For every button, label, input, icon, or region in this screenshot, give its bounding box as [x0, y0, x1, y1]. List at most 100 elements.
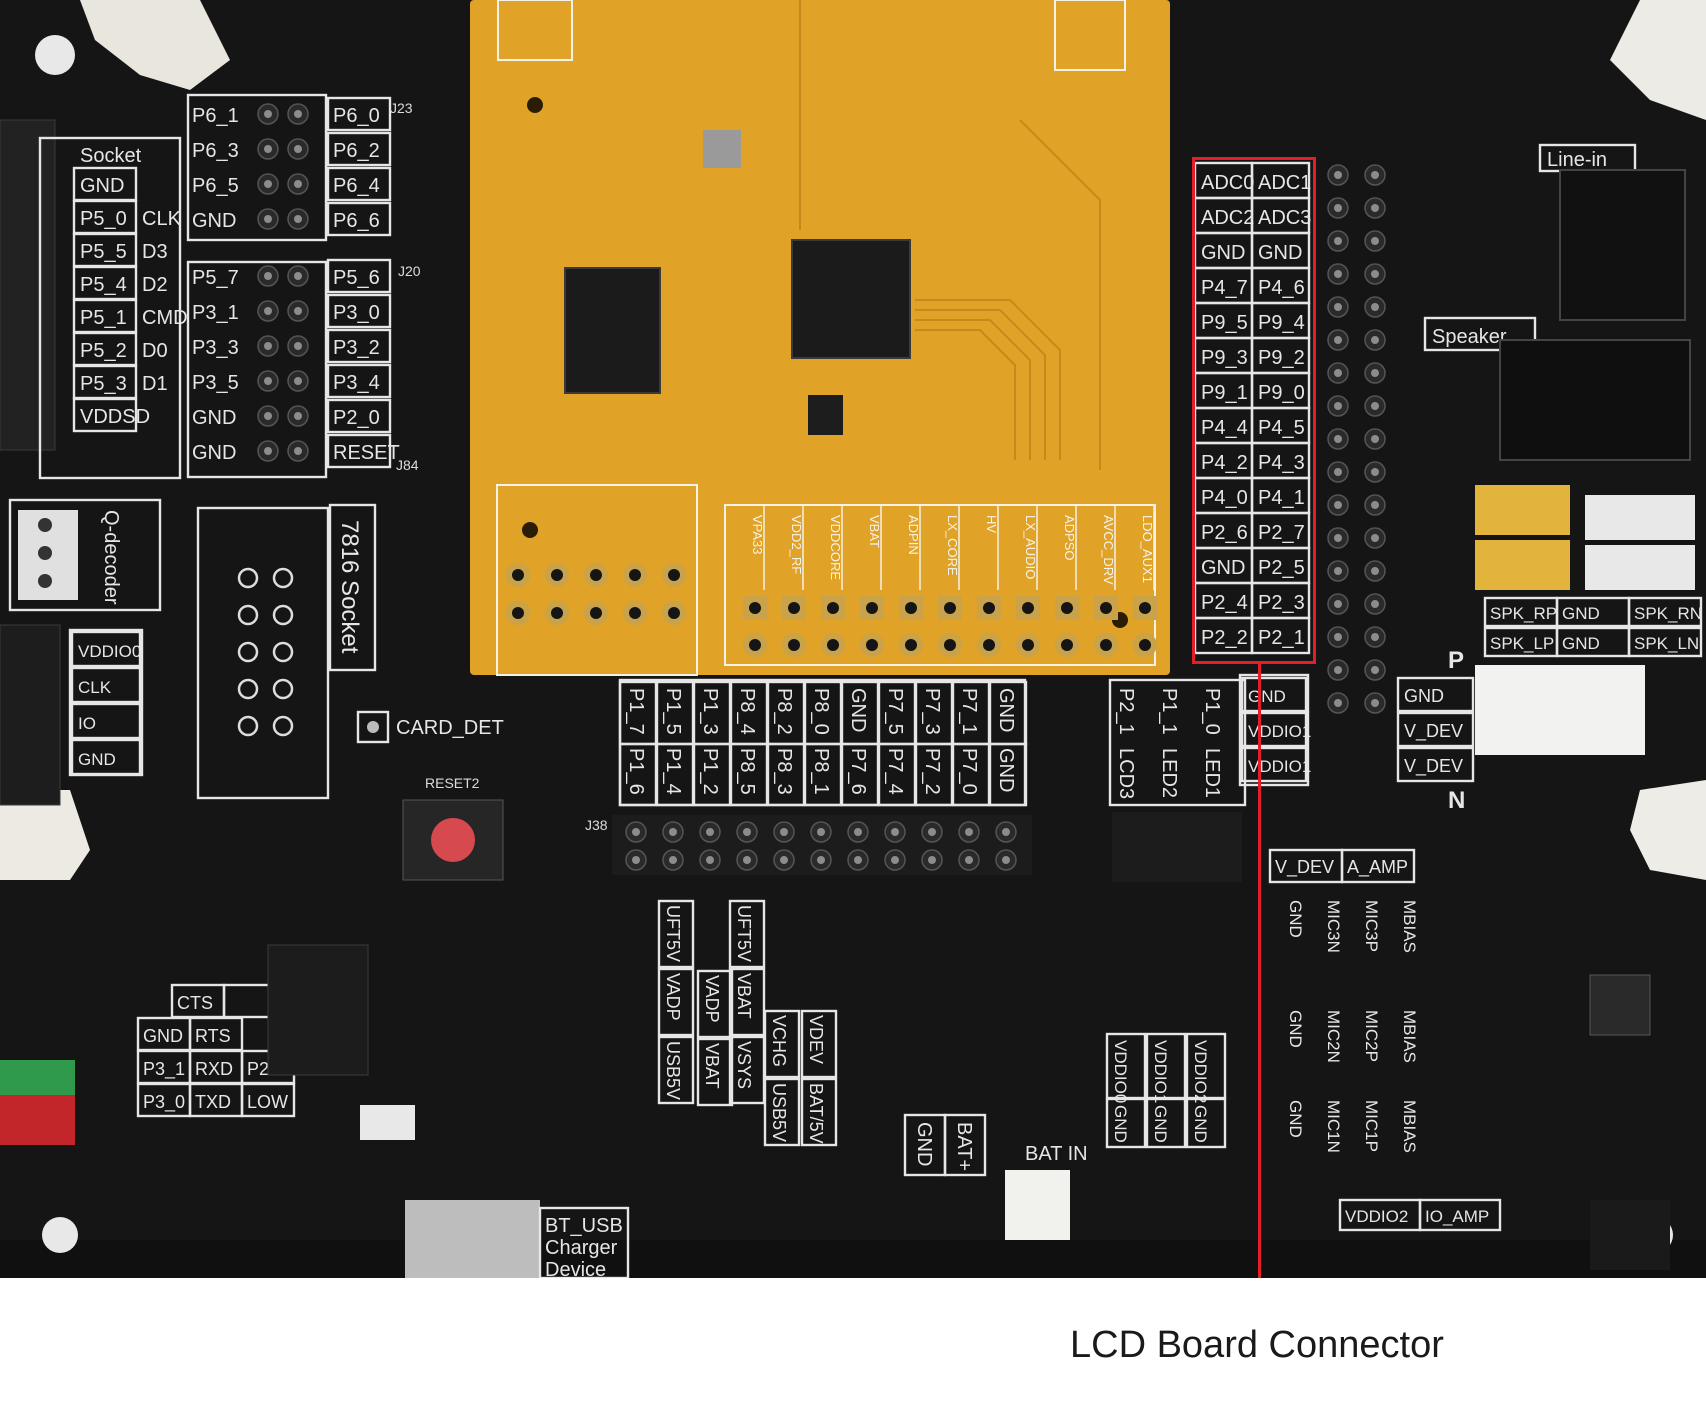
bottom-header-label: P8_5 — [736, 748, 758, 795]
sd-socket-body — [0, 119, 56, 451]
lcd-pin-label: GND — [1201, 242, 1245, 264]
sd-socket-title: Socket — [80, 145, 142, 167]
bottom-right-label: VDDIO2 — [1345, 1207, 1408, 1226]
lcd-pin-label: P2_6 — [1201, 522, 1248, 544]
sd-pin-label: P5_1 — [80, 307, 127, 329]
sd-pin-label: P5_0 — [80, 208, 127, 230]
vddio-gnd-label: VDDIO1 — [1151, 1040, 1170, 1103]
bottom-header: P1_7P1_6P1_5P1_4P1_3P1_2P8_4P8_5P8_2P8_3… — [585, 678, 1032, 875]
lcd-pin-label: ADC3 — [1258, 207, 1311, 229]
bottom-header-label: P1_6 — [625, 748, 647, 795]
bottom-header-label: GND — [847, 688, 869, 732]
ref-j20: J20 — [398, 263, 421, 279]
vddio-label: VDDIO0 — [78, 642, 141, 661]
header-pin-label: P5_6 — [333, 267, 380, 289]
usb-label-line2: Charger — [545, 1237, 618, 1259]
usb-label-line1: BT_USB — [545, 1215, 623, 1237]
mic-pin-label: MIC2P — [1362, 1010, 1381, 1062]
lcd-pin-label: P2_7 — [1258, 522, 1305, 544]
lcd-pin-label: ADC0 — [1201, 172, 1254, 194]
battery-connector — [1005, 1170, 1070, 1240]
chip-u2 — [564, 267, 661, 394]
lcd-pin-label: P4_2 — [1201, 452, 1248, 474]
power-select-label: VBAT — [702, 1043, 722, 1089]
mic-pin-label: MBIAS — [1400, 1010, 1419, 1063]
header-pin-label: P6_4 — [333, 175, 380, 197]
usb-connector — [405, 1200, 540, 1278]
usb-label-line3: Device — [545, 1259, 606, 1278]
inductor — [808, 395, 843, 435]
audio-jack-line-in — [1559, 169, 1686, 321]
bottom-header-label: P7_0 — [958, 748, 980, 795]
reset-button[interactable] — [431, 818, 475, 862]
lcd-connector-label: LCD Board Connector — [1070, 1324, 1444, 1366]
speaker-pin-label: SPK_LP — [1490, 634, 1554, 653]
vddio-gnd-label: GND — [1151, 1105, 1170, 1143]
power-select-label: VSYS — [734, 1041, 754, 1089]
ref-j23: J23 — [390, 100, 413, 116]
bat-in-label: BAT IN — [1025, 1143, 1088, 1165]
led-header-label: P1_1 — [1158, 688, 1180, 735]
bottom-header-label: P1_4 — [662, 748, 684, 795]
red-connector — [0, 1095, 75, 1145]
header-pin-label: GND — [192, 442, 236, 464]
power-select-label: VCHG — [769, 1015, 789, 1067]
lcd-pin-label: P2_4 — [1201, 592, 1248, 614]
tantalum-cap — [1475, 485, 1570, 535]
lcd-pin-label: P9_0 — [1258, 382, 1305, 404]
lcd-pin-label: P4_7 — [1201, 277, 1248, 299]
p-label: P — [1448, 647, 1464, 674]
mic-pin-label: MBIAS — [1400, 900, 1419, 953]
bottom-right-label: IO_AMP — [1425, 1207, 1489, 1226]
mic-pin-label: GND — [1286, 1010, 1305, 1048]
module-jumper-label: HV — [984, 515, 999, 533]
mic-pin-label: MIC1N — [1324, 1100, 1343, 1153]
ref-j84: J84 — [396, 457, 419, 473]
vddio-label: GND — [78, 750, 116, 769]
header-pin-label: RESET — [333, 442, 400, 464]
vdev-amp-label: A_AMP — [1347, 857, 1408, 878]
sd-signal-label: CMD — [142, 307, 188, 329]
bottom-header-label: P1_7 — [625, 688, 647, 735]
power-header-label: VDDIO1 — [1248, 757, 1311, 776]
n-label: N — [1448, 787, 1465, 814]
lcd-pin-label: P2_5 — [1258, 557, 1305, 579]
qdecoder-label: Q-decoder — [100, 510, 122, 605]
header-pin-label: P3_2 — [333, 337, 380, 359]
green-connector — [0, 1060, 75, 1095]
lcd-pin-label: P4_4 — [1201, 417, 1248, 439]
header-pin-label: GND — [192, 210, 236, 232]
audio-jack-speaker — [1499, 339, 1691, 461]
uart-pin-label: RTS — [195, 1026, 231, 1046]
header-pin-label: P3_0 — [333, 302, 380, 324]
module-jumper-label: LX_CORE — [945, 515, 960, 576]
header-pin-label: P3_3 — [192, 337, 239, 359]
module-jumper-label: LDO_AUX1 — [1140, 515, 1155, 583]
module-jumper-label: LX_AUDIO — [1023, 515, 1038, 579]
bottom-header-label: P1_2 — [699, 748, 721, 795]
bottom-header-label: P7_4 — [884, 748, 906, 795]
bottom-header-label: P8_2 — [773, 688, 795, 735]
lcd-pin-label: P9_5 — [1201, 312, 1248, 334]
ref-j38: J38 — [585, 817, 608, 833]
vddio-label: CLK — [78, 678, 112, 697]
socket-7816-label: 7816 Socket — [336, 520, 363, 654]
uart-pin-label: P3_1 — [143, 1059, 185, 1080]
speaker-pin-label: SPK_LN — [1634, 634, 1699, 653]
module-jumper-label: ADPSO — [1062, 515, 1077, 561]
sd-pin-label: P5_2 — [80, 340, 127, 362]
bottom-header-label: P7_6 — [847, 748, 869, 795]
tantalum-cap — [1475, 540, 1570, 590]
lcd-pin-label: P9_2 — [1258, 347, 1305, 369]
lcd-connector-highlight-box — [1192, 157, 1316, 664]
vddio-gnd-label: VDDIO2 — [1191, 1040, 1210, 1103]
line-in-label: Line-in — [1547, 149, 1607, 171]
header-pin-label: P3_5 — [192, 372, 239, 394]
sd-pin-label: P5_3 — [80, 373, 127, 395]
sd-pin-label: VDDSD — [80, 406, 150, 428]
lcd-pin-label: P4_5 — [1258, 417, 1305, 439]
bottom-header-label: P8_3 — [773, 748, 795, 795]
